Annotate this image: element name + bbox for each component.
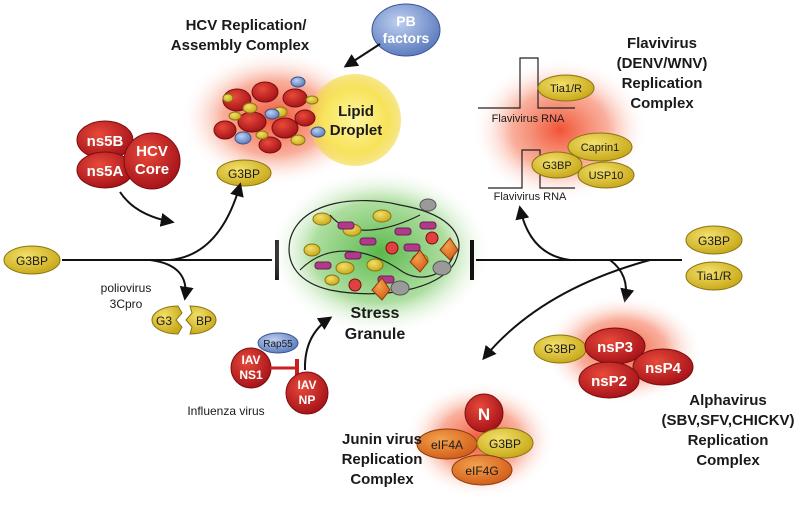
rap55-label: Rap55 [263,339,293,350]
usp10-label: USP10 [589,170,624,182]
polio-line2: 3Cpro [110,297,143,311]
iav-ns1-line2: NS1 [239,368,263,382]
junin-title-line1: Junin virus [342,431,422,448]
eif4g-node [451,454,513,486]
junin-title-line3: Complex [350,471,414,488]
to-hcv-arrow [169,182,244,261]
polio-arrow [149,259,194,301]
usp10-node [577,161,635,189]
pb-factors-line1: PB [396,13,415,29]
np-to-sg-arrow [303,316,333,371]
junin-title-line2: Replication [342,451,423,468]
flavi-g3bp-node [531,151,583,179]
alpha-title-line4: Complex [696,452,760,469]
junin-g3bp-node [476,427,534,459]
ns5b-label: ns5B [87,133,124,150]
alpha-title-line1: Alphavirus [689,392,767,409]
flavi-title-line3: Replication [622,75,703,92]
nsp3-label: nsP3 [597,339,633,356]
cleaved-bp-half [185,305,217,335]
right-g3bp-node [685,225,743,255]
junin-g3bp-label: G3BP [489,437,521,451]
influenza-label: Influenza virus [187,404,264,418]
nsp4-node [632,348,694,386]
stress-line2: Granule [345,326,406,343]
flavi-tia1r-label: Tia1/R [550,83,582,95]
pb-to-hcv-arrow [343,43,381,68]
caprin1-node [567,132,633,162]
rap55-node [257,332,299,354]
eif4g-label: eIF4G [465,464,498,478]
hcv-g3bp-label: G3BP [228,167,260,181]
flavi-title-line4: Complex [630,95,694,112]
flavi-rna1-label: Flavivirus RNA [492,113,565,125]
left-g3bp-node [3,245,61,275]
nsp2-node [578,361,640,399]
flavi-rna2-label: Flavivirus RNA [494,191,567,203]
flavi-title-line2: (DENV/WNV) [617,55,708,72]
junin-n-label: N [478,405,490,424]
hcv-core-line1: HCV [136,143,168,160]
right-tia1r-label: Tia1/R [697,269,732,283]
bp-half-label: BP [196,314,212,328]
hcv-proteins-arrow [119,191,175,227]
nsp2-label: nsP2 [591,373,627,390]
alpha-title-line2: (SBV,SFV,CHICKV) [661,412,794,429]
cleaved-g3-half [151,305,183,335]
hcv-title-line2: Assembly Complex [171,37,310,54]
lipid-droplet [309,74,401,166]
flavi-rna2-stemloop [488,149,575,189]
hcv-proteins [76,120,181,190]
nsp4-label: nsP4 [645,360,682,377]
right-tia1r-node [685,261,743,291]
flavi-rna1-stemloop [478,57,575,109]
iav-np-line2: NP [299,393,316,407]
flavi-tia1r-node [537,74,595,102]
stress-granule-glow [268,168,492,336]
polio-line1: poliovirus [101,281,152,295]
stress-granule-contents [288,198,460,301]
stress-line1: Stress [351,305,400,322]
ns5a-label: ns5A [87,163,124,180]
left-g3bp-label: G3BP [16,254,48,268]
pb-factors-line2: factors [383,30,430,46]
pb-factors-node [371,3,441,57]
to-flavi-arrow [515,205,571,261]
eif4a-label: eIF4A [431,438,463,452]
junin-n-node [464,393,504,433]
lipid-droplet-line2: Droplet [330,122,383,139]
alpha-title-line3: Replication [688,432,769,449]
hcv-g3bp-node [216,159,272,187]
iav-np-line1: IAV [297,378,316,392]
hcv-title-line1: HCV Replication/ [186,17,308,34]
alpha-g3bp-label: G3BP [544,342,576,356]
lipid-droplet-line1: Lipid [338,103,374,120]
flavi-title-line1: Flavivirus [627,35,697,52]
g3-half-label: G3 [156,314,172,328]
right-g3bp-label: G3BP [698,234,730,248]
iav-np-node [285,371,329,415]
hcv-core-line2: Core [135,161,169,178]
flavi-g3bp-label: G3BP [542,160,571,172]
to-alpha-arrow [609,259,635,303]
caprin1-label: Caprin1 [581,142,620,154]
iav-ns1-line1: IAV [241,353,260,367]
hcv-protein-cluster [213,76,326,154]
to-junin-arrow [482,259,651,361]
